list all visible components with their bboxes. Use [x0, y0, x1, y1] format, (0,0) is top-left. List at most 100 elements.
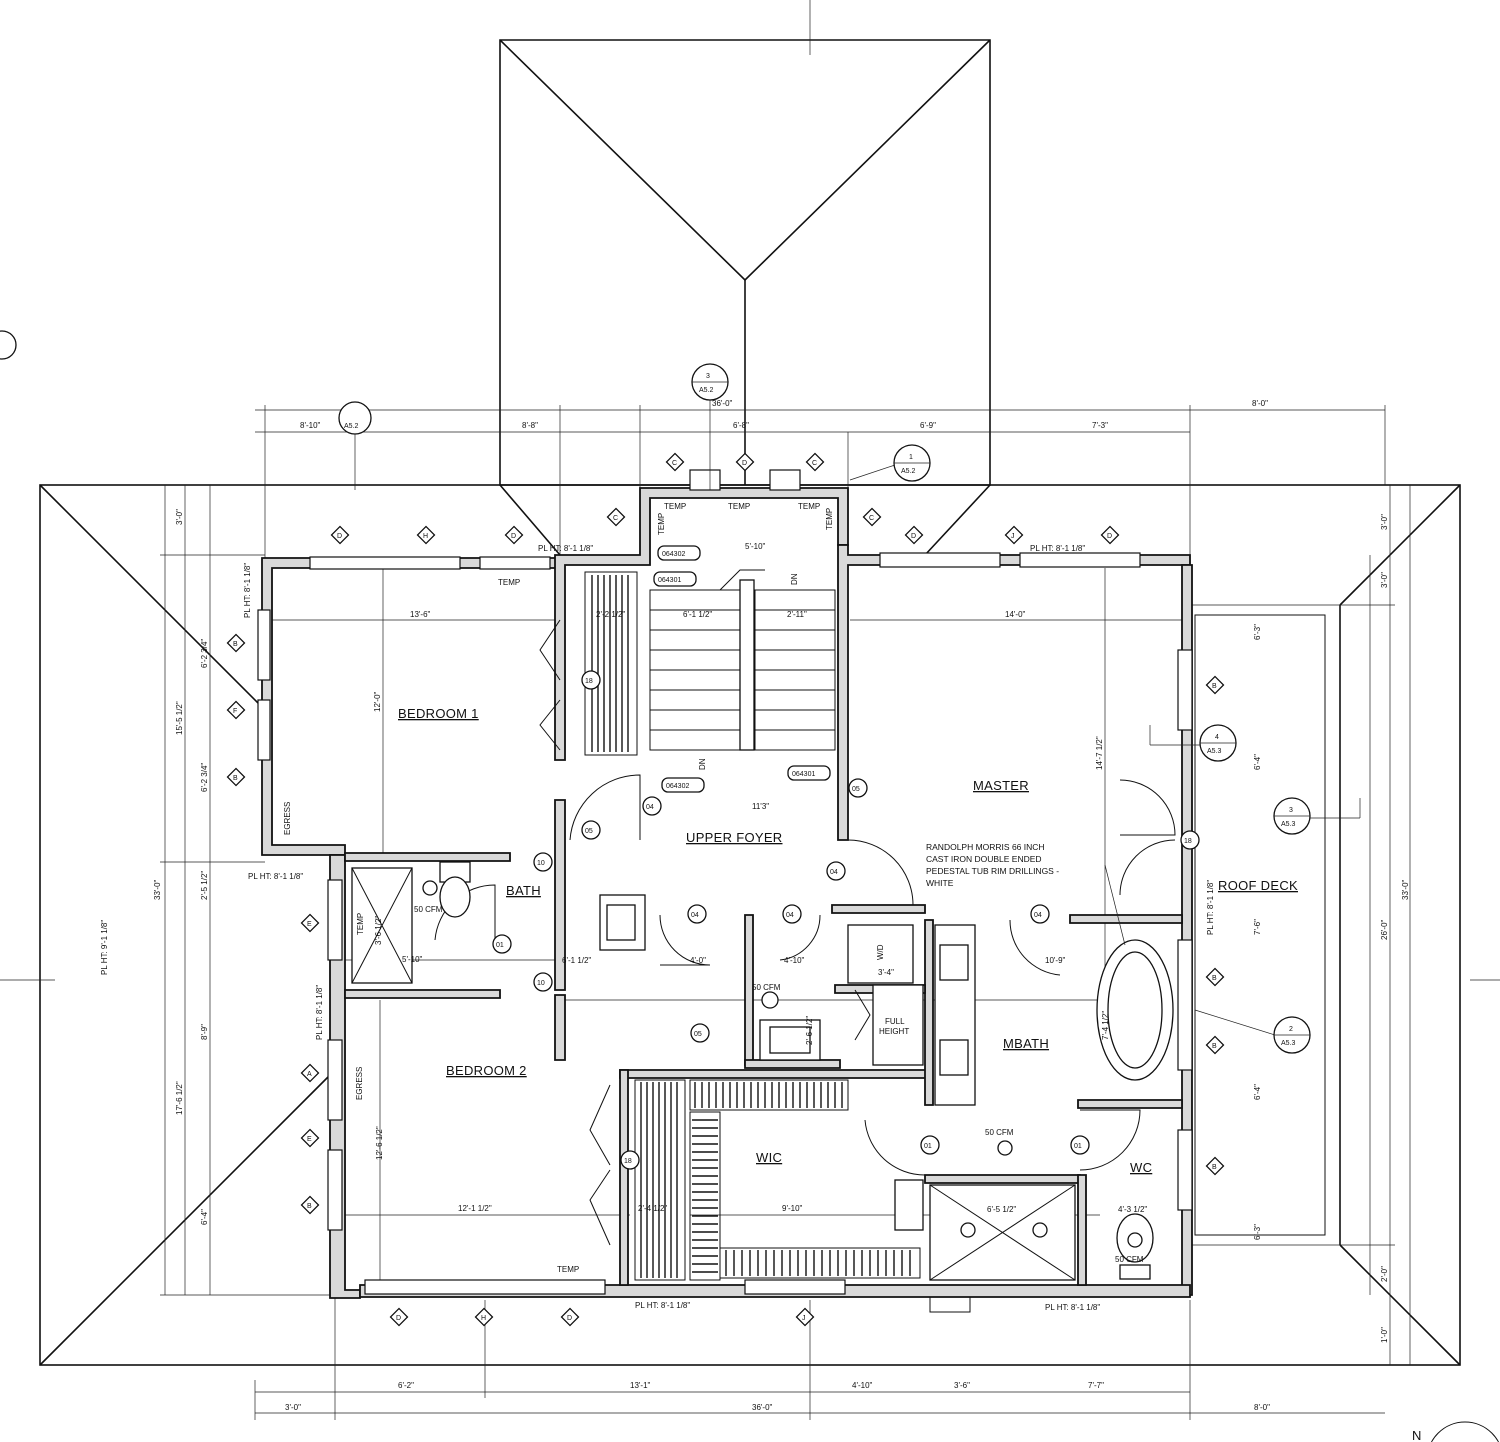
room-label-upper-foyer: UPPER FOYER — [686, 830, 782, 845]
section-tags: 3 A5.2 1 A5.2 A5.2 4 A5.3 3 A5.3 2 A5.3 — [0, 330, 1361, 1054]
egress-label-1: EGRESS — [283, 802, 292, 835]
dim-right-g: 6'-3" — [1253, 1224, 1262, 1240]
dim-master-height: 14'-7 1/2" — [1095, 736, 1104, 770]
dim-bottom-overhang-right: 8'-0" — [1254, 1403, 1270, 1412]
roof-outlines — [39, 39, 1461, 1366]
windows — [257, 469, 1193, 1295]
window-tag-a: A — [307, 1071, 312, 1078]
dim-bottom-seg3: 4'-10" — [852, 1381, 873, 1390]
plate-height-top-left: PL HT: 8'-1 1/8" — [538, 544, 593, 553]
dim-bottom-seg4: 3'-6" — [954, 1381, 970, 1390]
dim-bottom-seg5: 7'-7" — [1088, 1381, 1104, 1390]
dim-wc-width: 4'-3 1/2" — [1118, 1205, 1147, 1214]
door-tag-18-a: 18 — [585, 678, 593, 685]
dim-closet1: 2'-2 1/2" — [596, 610, 625, 619]
dn-label-1: DN — [790, 573, 799, 585]
stairs — [649, 569, 836, 751]
section-tag-3-top-number: 3 — [706, 373, 710, 380]
dim-bed2-width: 12'-1 1/2" — [458, 1204, 492, 1213]
section-tag-1-sheet: A5.2 — [901, 468, 916, 475]
plate-height-bottom-right: PL HT: 8'-1 1/8" — [1045, 1303, 1100, 1312]
dim-right-b: 3'-0" — [1380, 572, 1389, 588]
door-tag-05-b: 05 — [852, 786, 860, 793]
door-tag-04-a: 04 — [646, 804, 654, 811]
window-tag-f-1: F — [233, 708, 237, 715]
product-tag-064301-a: 064301 — [658, 577, 681, 584]
window-tag-h-2: H — [481, 1315, 486, 1322]
dim-stair-width-2: 2'-11" — [787, 610, 807, 619]
egress-label-2: EGRESS — [355, 1067, 364, 1100]
full-height-line-2: HEIGHT — [879, 1027, 909, 1036]
window-tag-c-2: C — [672, 460, 677, 467]
temp-label-7: TEMP — [657, 513, 666, 535]
section-tag-left-edge — [0, 330, 17, 360]
cfm-label-hall: 50 CFM — [752, 983, 781, 992]
section-tag-3-right-sheet: A5.3 — [1281, 821, 1296, 828]
dimension-text: 36'-0" 8'-0" 8'-10" 8'-8" 6'-8" 6'-9" 7'… — [153, 399, 1410, 1412]
closet-hatching — [584, 571, 921, 1281]
dim-bottom-overall: 36'-0" — [752, 1403, 773, 1412]
plate-height-roof-left: PL HT: 9'-1 1/8" — [100, 920, 109, 975]
dim-top-seg1: 8'-10" — [300, 421, 321, 430]
door-tag-10-b: 10 — [537, 980, 545, 987]
door-tag-04-e: 04 — [1034, 912, 1042, 919]
dim-top-seg3: 6'-8" — [733, 421, 749, 430]
roof-deck-rail — [929, 614, 1326, 1313]
cfm-label-bath: 50 CFM — [414, 905, 443, 914]
window-tag-c-3: C — [812, 460, 817, 467]
dn-label-2: DN — [698, 758, 707, 770]
dim-shower-width: 6'-5 1/2" — [987, 1205, 1016, 1214]
dim-foyer-width: 5'-10" — [745, 542, 766, 551]
dim-bath-width: 5'-10" — [402, 955, 423, 964]
room-label-bedroom-1: BEDROOM 1 — [398, 706, 479, 721]
dim-right-e: 7'-6" — [1253, 919, 1262, 935]
north-arrow: N — [1412, 1421, 1500, 1442]
product-tags: 064302 064301 064302 064301 — [653, 545, 831, 793]
door-tag-05-a: 05 — [585, 828, 593, 835]
dim-hall-3: 4'-10" — [784, 956, 805, 965]
dim-left-f: 6'-4" — [200, 1209, 209, 1225]
full-height-line-1: FULL — [885, 1017, 905, 1026]
section-tag-2-sheet: A5.3 — [1281, 1040, 1296, 1047]
room-label-wic: WIC — [756, 1150, 782, 1165]
room-label-bedroom-2: BEDROOM 2 — [446, 1063, 527, 1078]
dim-top-overhang: 8'-0" — [1252, 399, 1268, 408]
cfm-label-mbath: 50 CFM — [985, 1128, 1014, 1137]
plate-height-left-vertical: PL HT: 8'-1 1/8" — [243, 563, 252, 618]
product-tag-064302-b: 064302 — [666, 783, 689, 790]
dim-wd-width: 3'-4" — [878, 968, 894, 977]
plumbing-fixtures — [351, 861, 1174, 1281]
dim-top-seg2: 8'-8" — [522, 421, 538, 430]
window-tag-d-3: D — [742, 460, 747, 467]
dim-right-inner: 26'-0" — [1380, 919, 1389, 940]
plate-height-left-bath: PL HT: 8'-1 1/8" — [248, 872, 303, 881]
dim-hall-1: 6'-1 1/2" — [562, 956, 591, 965]
room-label-wc: WC — [1130, 1160, 1152, 1175]
dim-bottom-overhang-left: 3'-0" — [285, 1403, 301, 1412]
door-tag-04-b: 04 — [830, 869, 838, 876]
room-labels: BEDROOM 1 BEDROOM 2 BATH UPPER FOYER MAS… — [398, 706, 1298, 1175]
room-label-master: MASTER — [973, 778, 1029, 793]
room-label-roof-deck: ROOF DECK — [1218, 878, 1298, 893]
window-tag-d-1: D — [337, 533, 342, 540]
tub-note-line-3: PEDESTAL TUB RIM DRILLINGS - — [926, 866, 1059, 876]
section-tag-4-number: 4 — [1215, 734, 1219, 741]
dim-bed2-height: 12'-6 1/2" — [375, 1126, 384, 1160]
section-tag-3-top-sheet: A5.2 — [699, 387, 714, 394]
window-tag-b-4: B — [1212, 683, 1217, 690]
dim-closet2: 2'-4 1/2" — [638, 1204, 667, 1213]
plate-height-top-right: PL HT: 8'-1 1/8" — [1030, 544, 1085, 553]
door-tag-04-c: 04 — [691, 912, 699, 919]
door-tag-01-mbath: 01 — [924, 1143, 932, 1150]
dim-right-f: 6'-4" — [1253, 1084, 1262, 1100]
dim-foyer-height: 2'-6 1/2" — [805, 1016, 814, 1045]
door-tag-18-c: 18 — [1184, 838, 1192, 845]
dim-left-e: 8'-9" — [200, 1024, 209, 1040]
temp-label-6: TEMP — [356, 913, 365, 935]
temp-label-5: TEMP — [557, 1265, 579, 1274]
dim-left-lower: 17'-6 1/2" — [175, 1081, 184, 1115]
dim-left-b: 6'-2 3/4" — [200, 639, 209, 668]
door-tag-05-c: 05 — [694, 1031, 702, 1038]
dim-bath-shower: 3'-6 1/2" — [374, 916, 383, 945]
